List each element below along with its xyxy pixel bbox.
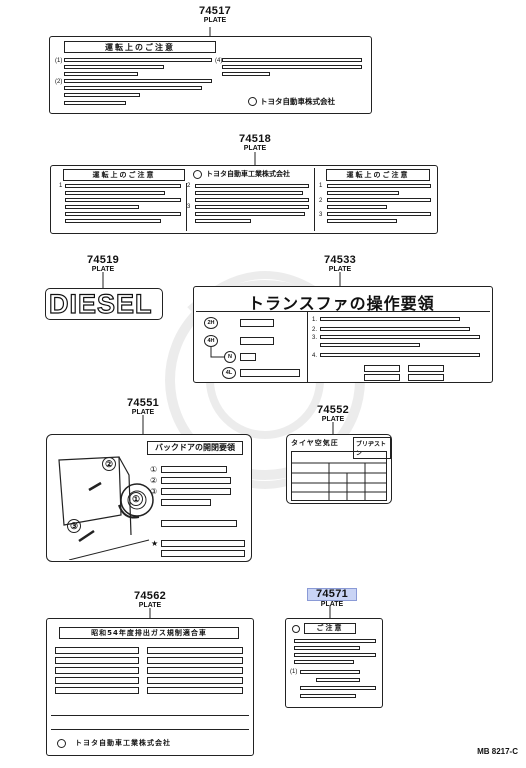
plate-74518[interactable]: 運転上のご注意 トヨタ自動車工業株式会社 運転上のご注意 1 2 3 1 2 3 (50, 165, 438, 234)
plate-title-left: 運転上のご注意 (63, 169, 185, 181)
plate-74533[interactable]: トランスファの操作要領 2H 4H N 4L 1. 2. 3. 4. (193, 286, 493, 383)
part-label-74562[interactable]: 74562 PLATE (125, 590, 175, 610)
part-label-74533[interactable]: 74533 PLATE (315, 254, 365, 274)
part-label-74571[interactable]: 74571 PLATE (307, 588, 357, 608)
step-2-marker: ② (102, 457, 116, 471)
plate-title: 昭和54年度排出ガス規制適合車 (59, 627, 239, 639)
plate-title: ご注意 (304, 623, 356, 634)
plate-74517[interactable]: 運転上のご注意 (1) (2) (4) トヨタ自動車株式会社 (49, 36, 372, 114)
plate-title: トランスファの操作要領 (248, 294, 435, 313)
plate-74562[interactable]: 昭和54年度排出ガス規制適合車 トヨタ自動車工業株式会社 (46, 618, 254, 756)
part-name: PLATE (243, 145, 267, 152)
part-name: PLATE (328, 266, 352, 273)
part-label-74519[interactable]: 74519 PLATE (78, 254, 128, 274)
part-number: 74519 (86, 254, 120, 266)
part-number: 74552 (316, 404, 350, 416)
part-name: PLATE (138, 602, 162, 609)
plate-title-right: 運転上のご注意 (326, 169, 430, 181)
maker-name: トヨタ自動車株式会社 (260, 97, 335, 106)
plate-74552[interactable]: タイヤ空気圧 ブリヂストン (286, 434, 392, 504)
part-number: 74562 (133, 590, 167, 602)
part-label-74551[interactable]: 74551 PLATE (118, 397, 168, 417)
part-label-74552[interactable]: 74552 PLATE (308, 404, 358, 424)
position-2h: 2H (204, 317, 218, 329)
toyota-logo-icon (193, 170, 202, 179)
position-n: N (224, 351, 236, 363)
part-label-74518[interactable]: 74518 PLATE (230, 133, 280, 153)
plate-title: バックドアの開閉要領 (147, 441, 243, 455)
toyota-logo-icon (292, 625, 300, 633)
part-name: PLATE (321, 416, 345, 423)
toyota-logo-icon (248, 97, 257, 106)
maker-name: トヨタ自動車工業株式会社 (75, 739, 171, 747)
part-name: PLATE (203, 17, 227, 24)
plate-74551[interactable]: バックドアの開閉要領 ② ① ③ ① ② ③ ★ (46, 434, 252, 562)
part-label-74517[interactable]: 74517 PLATE (190, 5, 240, 25)
brand-logo: ブリヂストン (353, 437, 391, 459)
part-name: PLATE (91, 266, 115, 273)
toyota-logo-icon (57, 739, 66, 748)
position-4h: 4H (204, 335, 218, 347)
part-name: PLATE (131, 409, 155, 416)
part-name: PLATE (320, 601, 344, 608)
plate-74571[interactable]: ご注意 (1) (285, 618, 383, 708)
position-4l: 4L (222, 367, 236, 379)
part-number: 74551 (126, 397, 160, 409)
maker-name: トヨタ自動車工業株式会社 (206, 170, 290, 178)
part-number: 74517 (198, 5, 232, 17)
step-3-marker: ③ (67, 519, 81, 533)
shift-pattern (210, 347, 224, 358)
plate-74519[interactable]: DIESEL (45, 288, 163, 320)
plate-title: タイヤ空気圧 (291, 439, 339, 447)
plate-title: 運転上のご注意 (64, 41, 216, 53)
diagram-code: MB 8217-C (477, 747, 518, 756)
diesel-text: DIESEL (48, 289, 153, 319)
step-1-marker: ① (129, 492, 143, 506)
part-number: 74518 (238, 133, 272, 145)
part-number-highlighted: 74571 (307, 588, 357, 601)
part-number: 74533 (323, 254, 357, 266)
tire-pressure-table (291, 451, 387, 501)
back-door-illustration (58, 456, 154, 560)
